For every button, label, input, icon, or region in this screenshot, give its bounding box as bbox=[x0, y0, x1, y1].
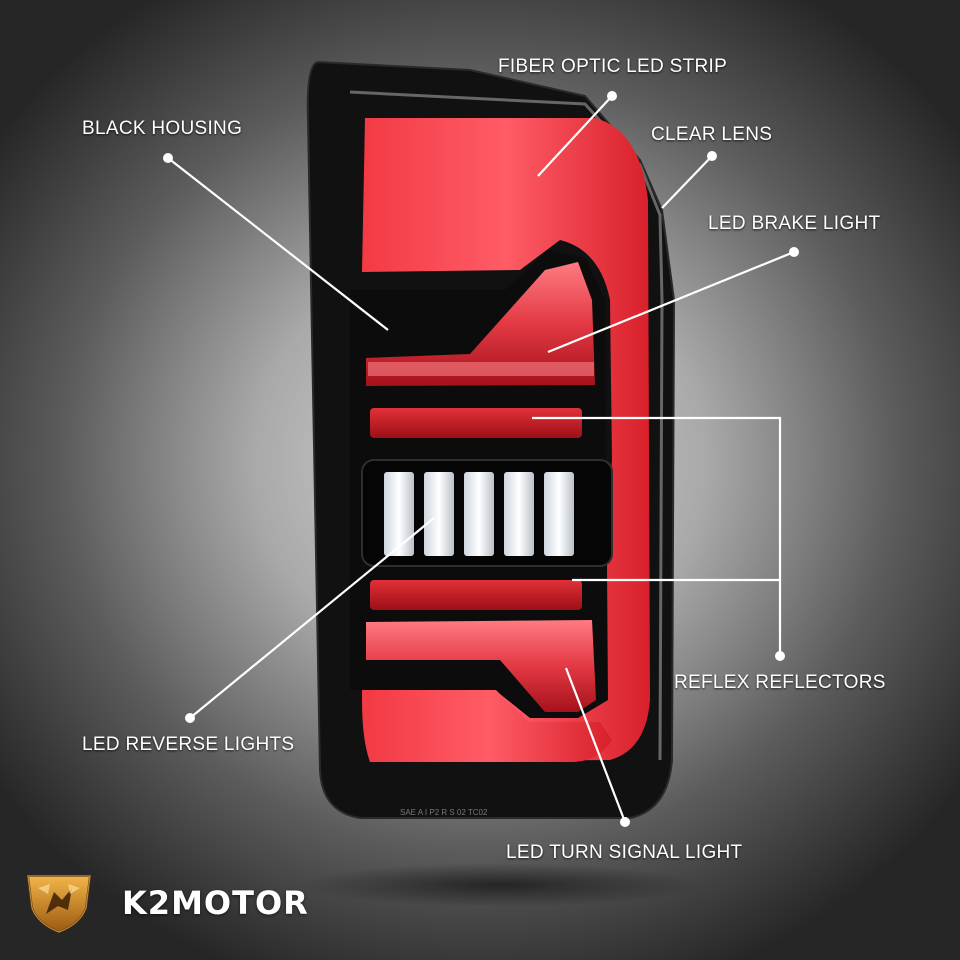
callout-dot-turn bbox=[620, 817, 630, 827]
upper-reflector bbox=[370, 408, 582, 438]
brake-light-bar bbox=[368, 362, 594, 376]
reverse-led-2 bbox=[424, 472, 454, 556]
callout-dot-fiber bbox=[607, 91, 617, 101]
callout-line-fiber bbox=[537, 95, 613, 177]
callout-line-reflectors bbox=[532, 416, 782, 656]
callout-dots bbox=[163, 91, 799, 827]
callout-led-turn-signal-light: LED TURN SIGNAL LIGHT bbox=[506, 842, 743, 863]
callout-led-brake-light: LED BRAKE LIGHT bbox=[708, 213, 881, 234]
callout-line-lens bbox=[661, 155, 713, 209]
callout-led-reverse-lights: LED REVERSE LIGHTS bbox=[82, 734, 295, 755]
reverse-led-5 bbox=[544, 472, 574, 556]
callout-dot-housing bbox=[163, 153, 173, 163]
callout-dot-brake bbox=[789, 247, 799, 257]
lower-reflector bbox=[370, 580, 582, 610]
callout-clear-lens: CLEAR LENS bbox=[651, 124, 773, 145]
reverse-led-array bbox=[384, 472, 574, 556]
brand-shield-icon bbox=[26, 875, 92, 934]
turn-signal-light bbox=[366, 620, 596, 712]
callout-line-brake bbox=[547, 250, 795, 354]
clear-lens-edge bbox=[349, 90, 664, 761]
callout-reflex-reflectors: REFLEX REFLECTORS bbox=[674, 672, 886, 693]
callout-fiber-optic-led-strip: FIBER OPTIC LED STRIP bbox=[498, 56, 728, 77]
callout-lines bbox=[167, 95, 795, 823]
callout-dot-reverse bbox=[185, 713, 195, 723]
brand-name: K2MOTOR bbox=[122, 884, 309, 922]
brand-logo: K2MOTOR bbox=[24, 870, 324, 934]
brake-light bbox=[366, 262, 595, 386]
callout-line-turn bbox=[564, 667, 627, 823]
reverse-led-1 bbox=[384, 472, 414, 556]
fiber-optic-strip-bottom bbox=[366, 690, 612, 762]
reverse-led-3 bbox=[464, 472, 494, 556]
callout-black-housing: BLACK HOUSING bbox=[82, 118, 243, 139]
callout-dot-lens bbox=[707, 151, 717, 161]
reverse-led-4 bbox=[504, 472, 534, 556]
lens-markings: SAE A I P2 R S 02 TC02 bbox=[400, 808, 488, 817]
callout-dot-reflectors bbox=[775, 651, 785, 661]
callout-line-housing bbox=[167, 157, 389, 331]
floor-shadow bbox=[300, 863, 700, 907]
callout-line-reverse bbox=[189, 517, 435, 719]
